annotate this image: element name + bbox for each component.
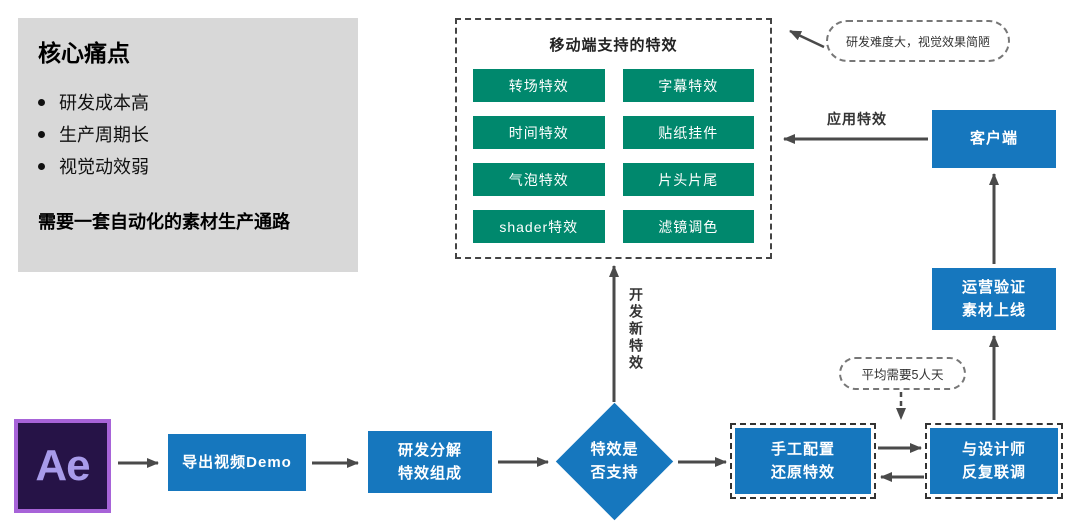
- mobile-effects-panel: 移动端支持的特效 转场特效 字幕特效 时间特效 贴纸挂件 气泡特效 片头片尾 s…: [455, 18, 772, 259]
- pain-points-conclusion: 需要一套自动化的素材生产通路: [38, 212, 290, 232]
- pain-point-label: 研发成本高: [59, 93, 149, 113]
- difficulty-callout: 研发难度大，视觉效果简陋: [826, 20, 1010, 62]
- node-line: 特效组成: [397, 465, 462, 482]
- pain-point-item: 视觉动效弱: [38, 150, 338, 182]
- decision-diamond-label: 特效是 否支持: [564, 439, 665, 484]
- pain-point-label: 生产周期长: [59, 125, 149, 145]
- pain-points-title: 核心痛点: [38, 40, 130, 66]
- node-designer-debug: 与设计师 反复联调: [925, 423, 1063, 499]
- node-line: 素材上线: [961, 302, 1026, 319]
- effects-panel-title: 移动端支持的特效: [549, 37, 678, 54]
- effect-chip-bubble: 气泡特效: [473, 163, 605, 196]
- effect-chip-sticker: 贴纸挂件: [622, 116, 754, 149]
- bullet-dot-icon: [38, 162, 45, 170]
- node-line: 与设计师: [961, 440, 1026, 458]
- after-effects-icon: Ae: [14, 419, 111, 513]
- node-line: 研发分解: [397, 441, 462, 459]
- effect-chip-transition: 转场特效: [473, 69, 605, 102]
- node-client: 客户端: [932, 110, 1056, 168]
- effect-chip-intro-outro: 片头片尾: [622, 163, 754, 196]
- pain-points-panel: 核心痛点 研发成本高 生产周期长 视觉动效弱 需要一套自动化的素材生产通路: [18, 18, 358, 272]
- effect-chip-time: 时间特效: [473, 116, 605, 149]
- pain-point-item: 生产周期长: [38, 118, 338, 150]
- node-decompose-effects: 研发分解 特效组成: [368, 431, 492, 493]
- effect-chip-filter: 滤镜调色: [622, 210, 754, 243]
- bullet-dot-icon: [38, 130, 45, 138]
- node-line: 特效是: [590, 441, 639, 458]
- pain-point-label: 视觉动效弱: [59, 157, 149, 177]
- develop-new-effects-label: 开发新特效: [628, 287, 644, 372]
- effect-chip-subtitle: 字幕特效: [622, 69, 754, 102]
- pain-point-item: 研发成本高: [38, 86, 338, 118]
- node-line: 反复联调: [961, 464, 1026, 481]
- arrow-difficulty-callout: [789, 29, 825, 49]
- node-export-demo: 导出视频Demo: [168, 434, 306, 491]
- effects-grid: 转场特效 字幕特效 时间特效 贴纸挂件 气泡特效 片头片尾 shader特效 滤…: [473, 69, 754, 243]
- node-line: 手工配置: [770, 440, 835, 458]
- apply-effects-label: 应用特效: [827, 111, 887, 127]
- bullet-dot-icon: [38, 98, 45, 106]
- effect-chip-shader: shader特效: [473, 210, 605, 243]
- node-line: 还原特效: [770, 464, 835, 481]
- node-line: 否支持: [590, 463, 639, 481]
- ae-logo-text: Ae: [35, 441, 90, 490]
- effort-callout: 平均需要5人天: [839, 357, 966, 390]
- node-manual-config: 手工配置 还原特效: [730, 423, 876, 499]
- node-line: 运营验证: [961, 278, 1026, 296]
- node-operation-verify: 运营验证 素材上线: [932, 268, 1056, 330]
